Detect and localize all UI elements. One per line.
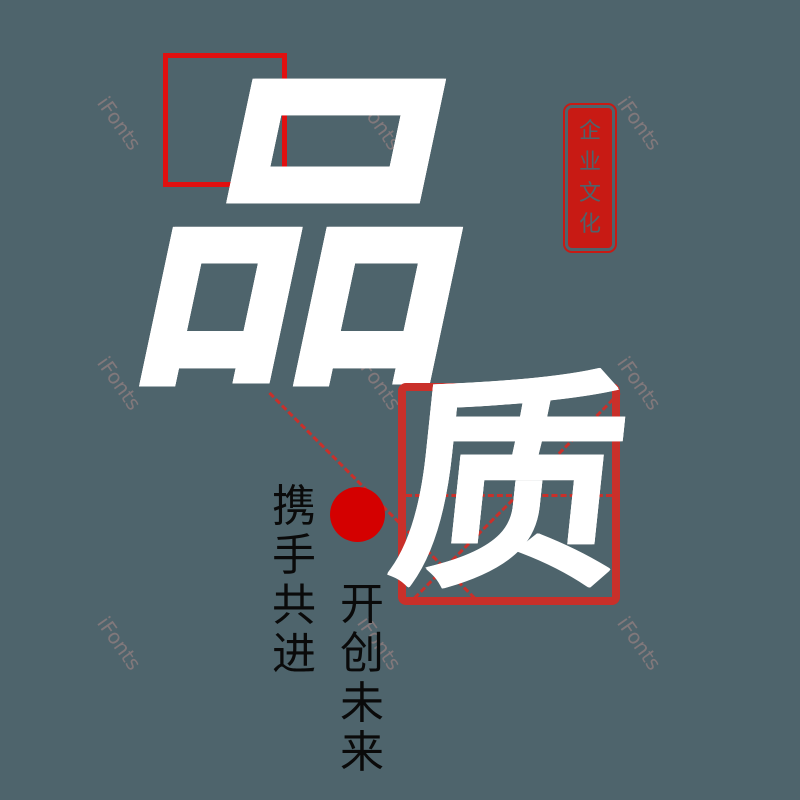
- watermark: iFonts: [612, 92, 667, 155]
- title-char-zhi: 质: [380, 349, 640, 621]
- seal-char: 业: [578, 149, 601, 175]
- seal-char: 文: [578, 180, 601, 206]
- slogan-right: 开 创 未 来: [340, 580, 384, 777]
- red-square-frame: [163, 53, 287, 187]
- red-dot: [330, 487, 385, 542]
- seal-char: 企: [578, 118, 601, 144]
- slogan-char: 进: [272, 628, 316, 680]
- watermark: iFonts: [92, 92, 147, 155]
- slogan-char: 来: [340, 726, 384, 778]
- seal-char: 化: [578, 211, 601, 237]
- slogan-char: 未: [340, 677, 384, 729]
- slogan-left: 携 手 共 进: [272, 482, 316, 679]
- grid-line-horizontal: [406, 494, 612, 497]
- slogan-char: 创: [340, 628, 384, 680]
- slogan-char: 开: [340, 579, 384, 630]
- slogan-char: 携: [272, 481, 316, 532]
- seal-stamp: 企 业 文 化: [563, 103, 617, 253]
- watermark: iFonts: [92, 612, 147, 675]
- watermark: iFonts: [612, 612, 667, 675]
- slogan-char: 手: [272, 530, 316, 582]
- stamp-grid-box: [268, 383, 621, 605]
- slogan-char: 共: [272, 579, 316, 631]
